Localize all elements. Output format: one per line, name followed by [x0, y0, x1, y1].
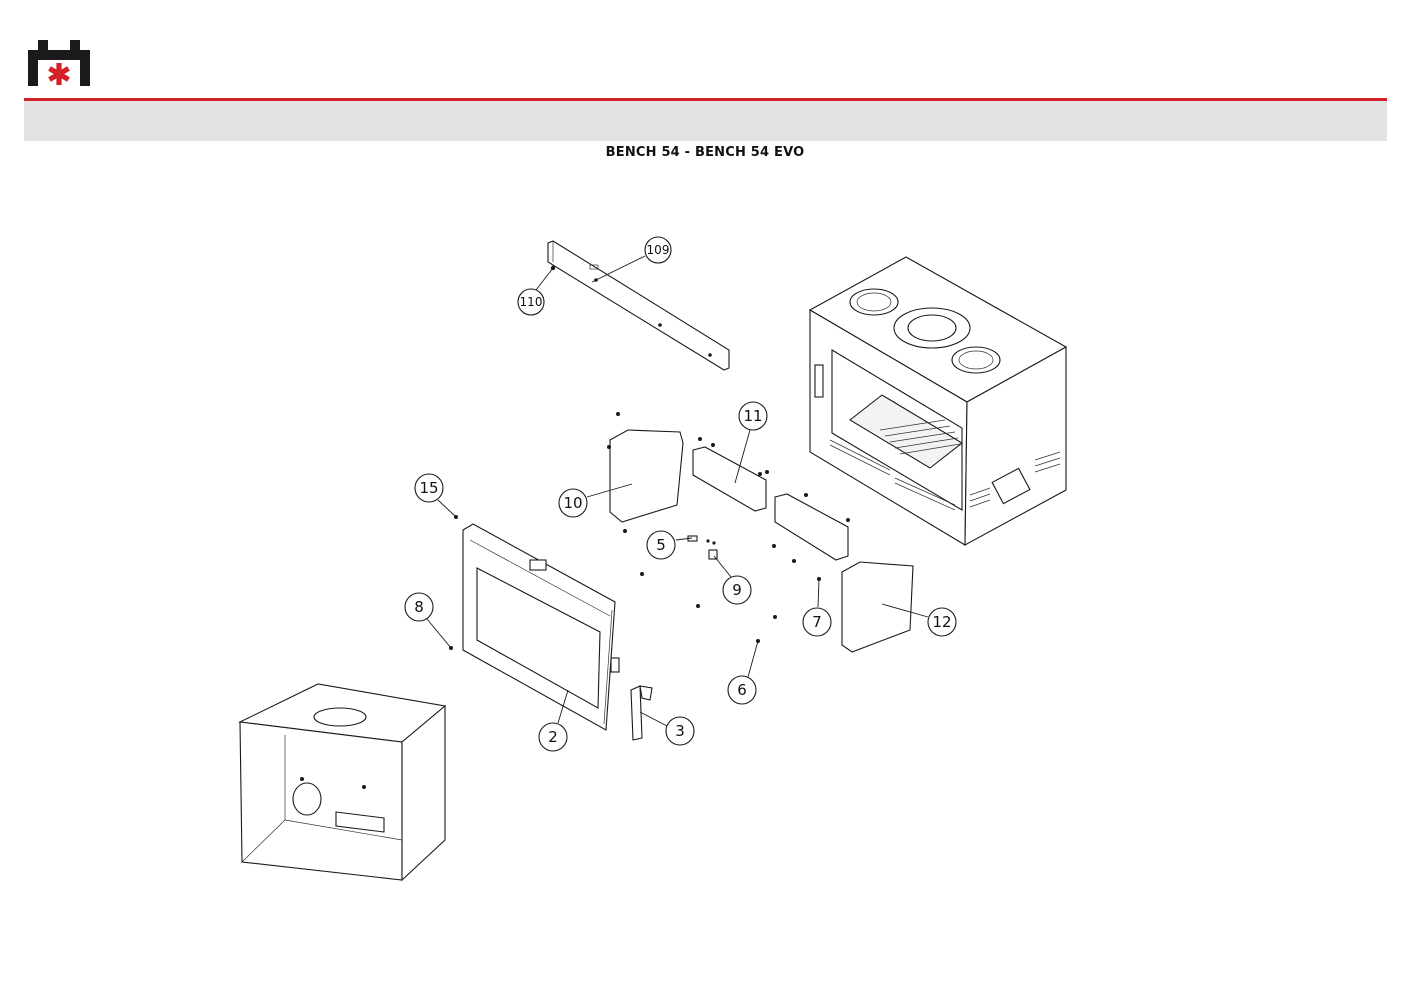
svg-text:9: 9 — [732, 581, 742, 599]
outer-casing-part — [238, 683, 447, 882]
svg-text:2: 2 — [548, 728, 558, 746]
svg-text:5: 5 — [656, 536, 666, 554]
callout-10: 10 — [558, 488, 588, 518]
svg-text:12: 12 — [932, 613, 951, 631]
svg-text:3: 3 — [675, 722, 685, 740]
fixings-group — [449, 412, 850, 650]
svg-text:7: 7 — [812, 613, 822, 631]
callout-6: 6 — [727, 675, 757, 705]
header-red-rule — [24, 98, 1387, 101]
svg-text:10: 10 — [563, 494, 582, 512]
callout-8: 8 — [404, 592, 434, 622]
svg-text:110: 110 — [520, 295, 543, 309]
callout-15: 15 — [414, 473, 444, 503]
callout-7: 7 — [802, 607, 832, 637]
callout-109: 109 — [644, 236, 672, 264]
callout-12: 12 — [927, 607, 957, 637]
back-firebrick-upper-part — [692, 446, 767, 512]
page-title: BENCH 54 - BENCH 54 EVO — [605, 145, 805, 160]
svg-text:109: 109 — [647, 243, 670, 257]
right-firebrick-part — [841, 561, 914, 653]
svg-text:15: 15 — [419, 479, 438, 497]
callout-110: 110 — [517, 288, 545, 316]
header-grey-band — [24, 101, 1387, 141]
svg-text:8: 8 — [414, 598, 424, 616]
svg-text:11: 11 — [743, 407, 762, 425]
callout-2: 2 — [538, 722, 568, 752]
callout-9: 9 — [722, 575, 752, 605]
brand-logo-icon — [28, 40, 90, 86]
handle-part — [630, 685, 643, 741]
stove-body-part — [808, 256, 1068, 546]
callout-11: 11 — [738, 401, 768, 431]
leader-lines — [426, 255, 929, 727]
back-firebrick-lower-part — [774, 493, 849, 561]
svg-text:6: 6 — [737, 681, 747, 699]
left-firebrick-part — [609, 429, 684, 523]
top-plate-part — [547, 240, 730, 371]
door-glass-part — [462, 523, 620, 731]
callout-3: 3 — [665, 716, 695, 746]
callout-5: 5 — [646, 530, 676, 560]
